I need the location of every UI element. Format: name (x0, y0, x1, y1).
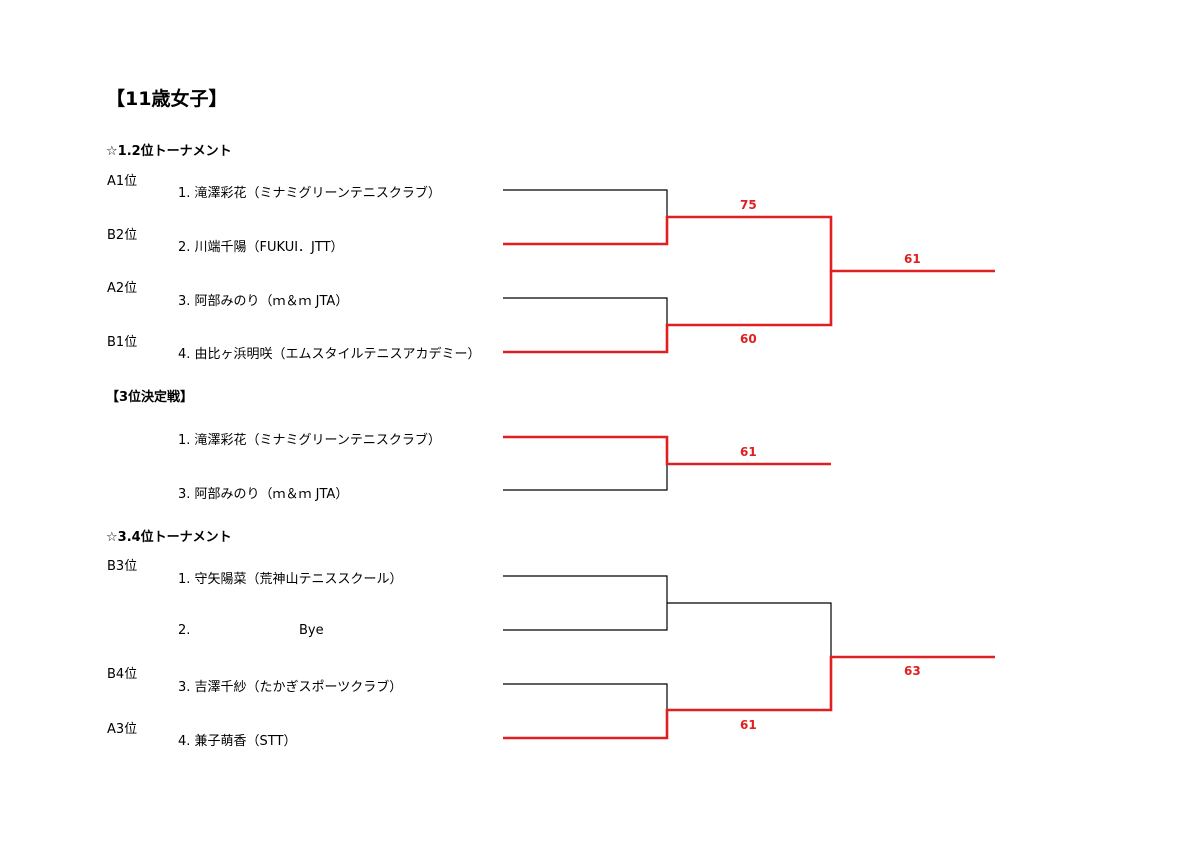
match-score: 61 (904, 252, 921, 266)
bracket-line (503, 683, 668, 710)
bracket-line (503, 464, 668, 491)
bracket-line-winner (503, 215, 995, 273)
match-score: 63 (904, 664, 921, 678)
bracket-line-winner (503, 435, 831, 466)
bracket-line-winner (503, 655, 995, 740)
seed-label: A1位 (107, 174, 138, 189)
player-name: 3. 吉澤千紗（たかぎスポーツクラブ） (178, 680, 403, 695)
page-title: 【11歳女子】 (106, 88, 228, 110)
bracket-line-winner (503, 271, 833, 354)
seed-label: A2位 (107, 281, 138, 296)
player-name: 1. 滝澤彩花（ミナミグリーンテニスクラブ） (178, 186, 441, 201)
player-name: 4. 由比ヶ浜明咲（エムスタイルテニスアカデミー） (178, 347, 481, 362)
bracket-line (503, 189, 668, 217)
player-name: 2. 川端千陽（FUKUI．JTT） (178, 240, 344, 255)
seed-label: A3位 (107, 722, 138, 737)
seed-label: B3位 (107, 559, 138, 574)
player-name: 3. 阿部みのり（ｍ＆ｍ JTA） (178, 487, 349, 502)
bracket-line (667, 602, 832, 657)
seed-label: B1位 (107, 335, 138, 350)
bye-label: Bye (299, 623, 324, 638)
bracket-line (503, 575, 668, 631)
match-score: 61 (740, 445, 757, 459)
player-name: 1. 滝澤彩花（ミナミグリーンテニスクラブ） (178, 433, 441, 448)
match-score: 61 (740, 718, 757, 732)
section-heading-third-place: 【3位決定戦】 (106, 390, 194, 405)
seed-label: B2位 (107, 228, 138, 243)
bracket-line (503, 297, 668, 325)
player-name: 4. 兼子萌香（STT） (178, 734, 297, 749)
section-heading-final: ☆1.2位トーナメント (106, 144, 232, 159)
match-score: 75 (740, 198, 757, 212)
section-heading-third-fourth: ☆3.4位トーナメント (106, 530, 232, 545)
bracket-line (667, 216, 832, 271)
player-name: 3. 阿部みのり（ｍ＆ｍ JTA） (178, 294, 349, 309)
seed-label: B4位 (107, 667, 138, 682)
match-score: 60 (740, 332, 757, 346)
player-name: 2. (178, 623, 191, 638)
player-name: 1. 守矢陽菜（荒神山テニススクール） (178, 572, 403, 587)
